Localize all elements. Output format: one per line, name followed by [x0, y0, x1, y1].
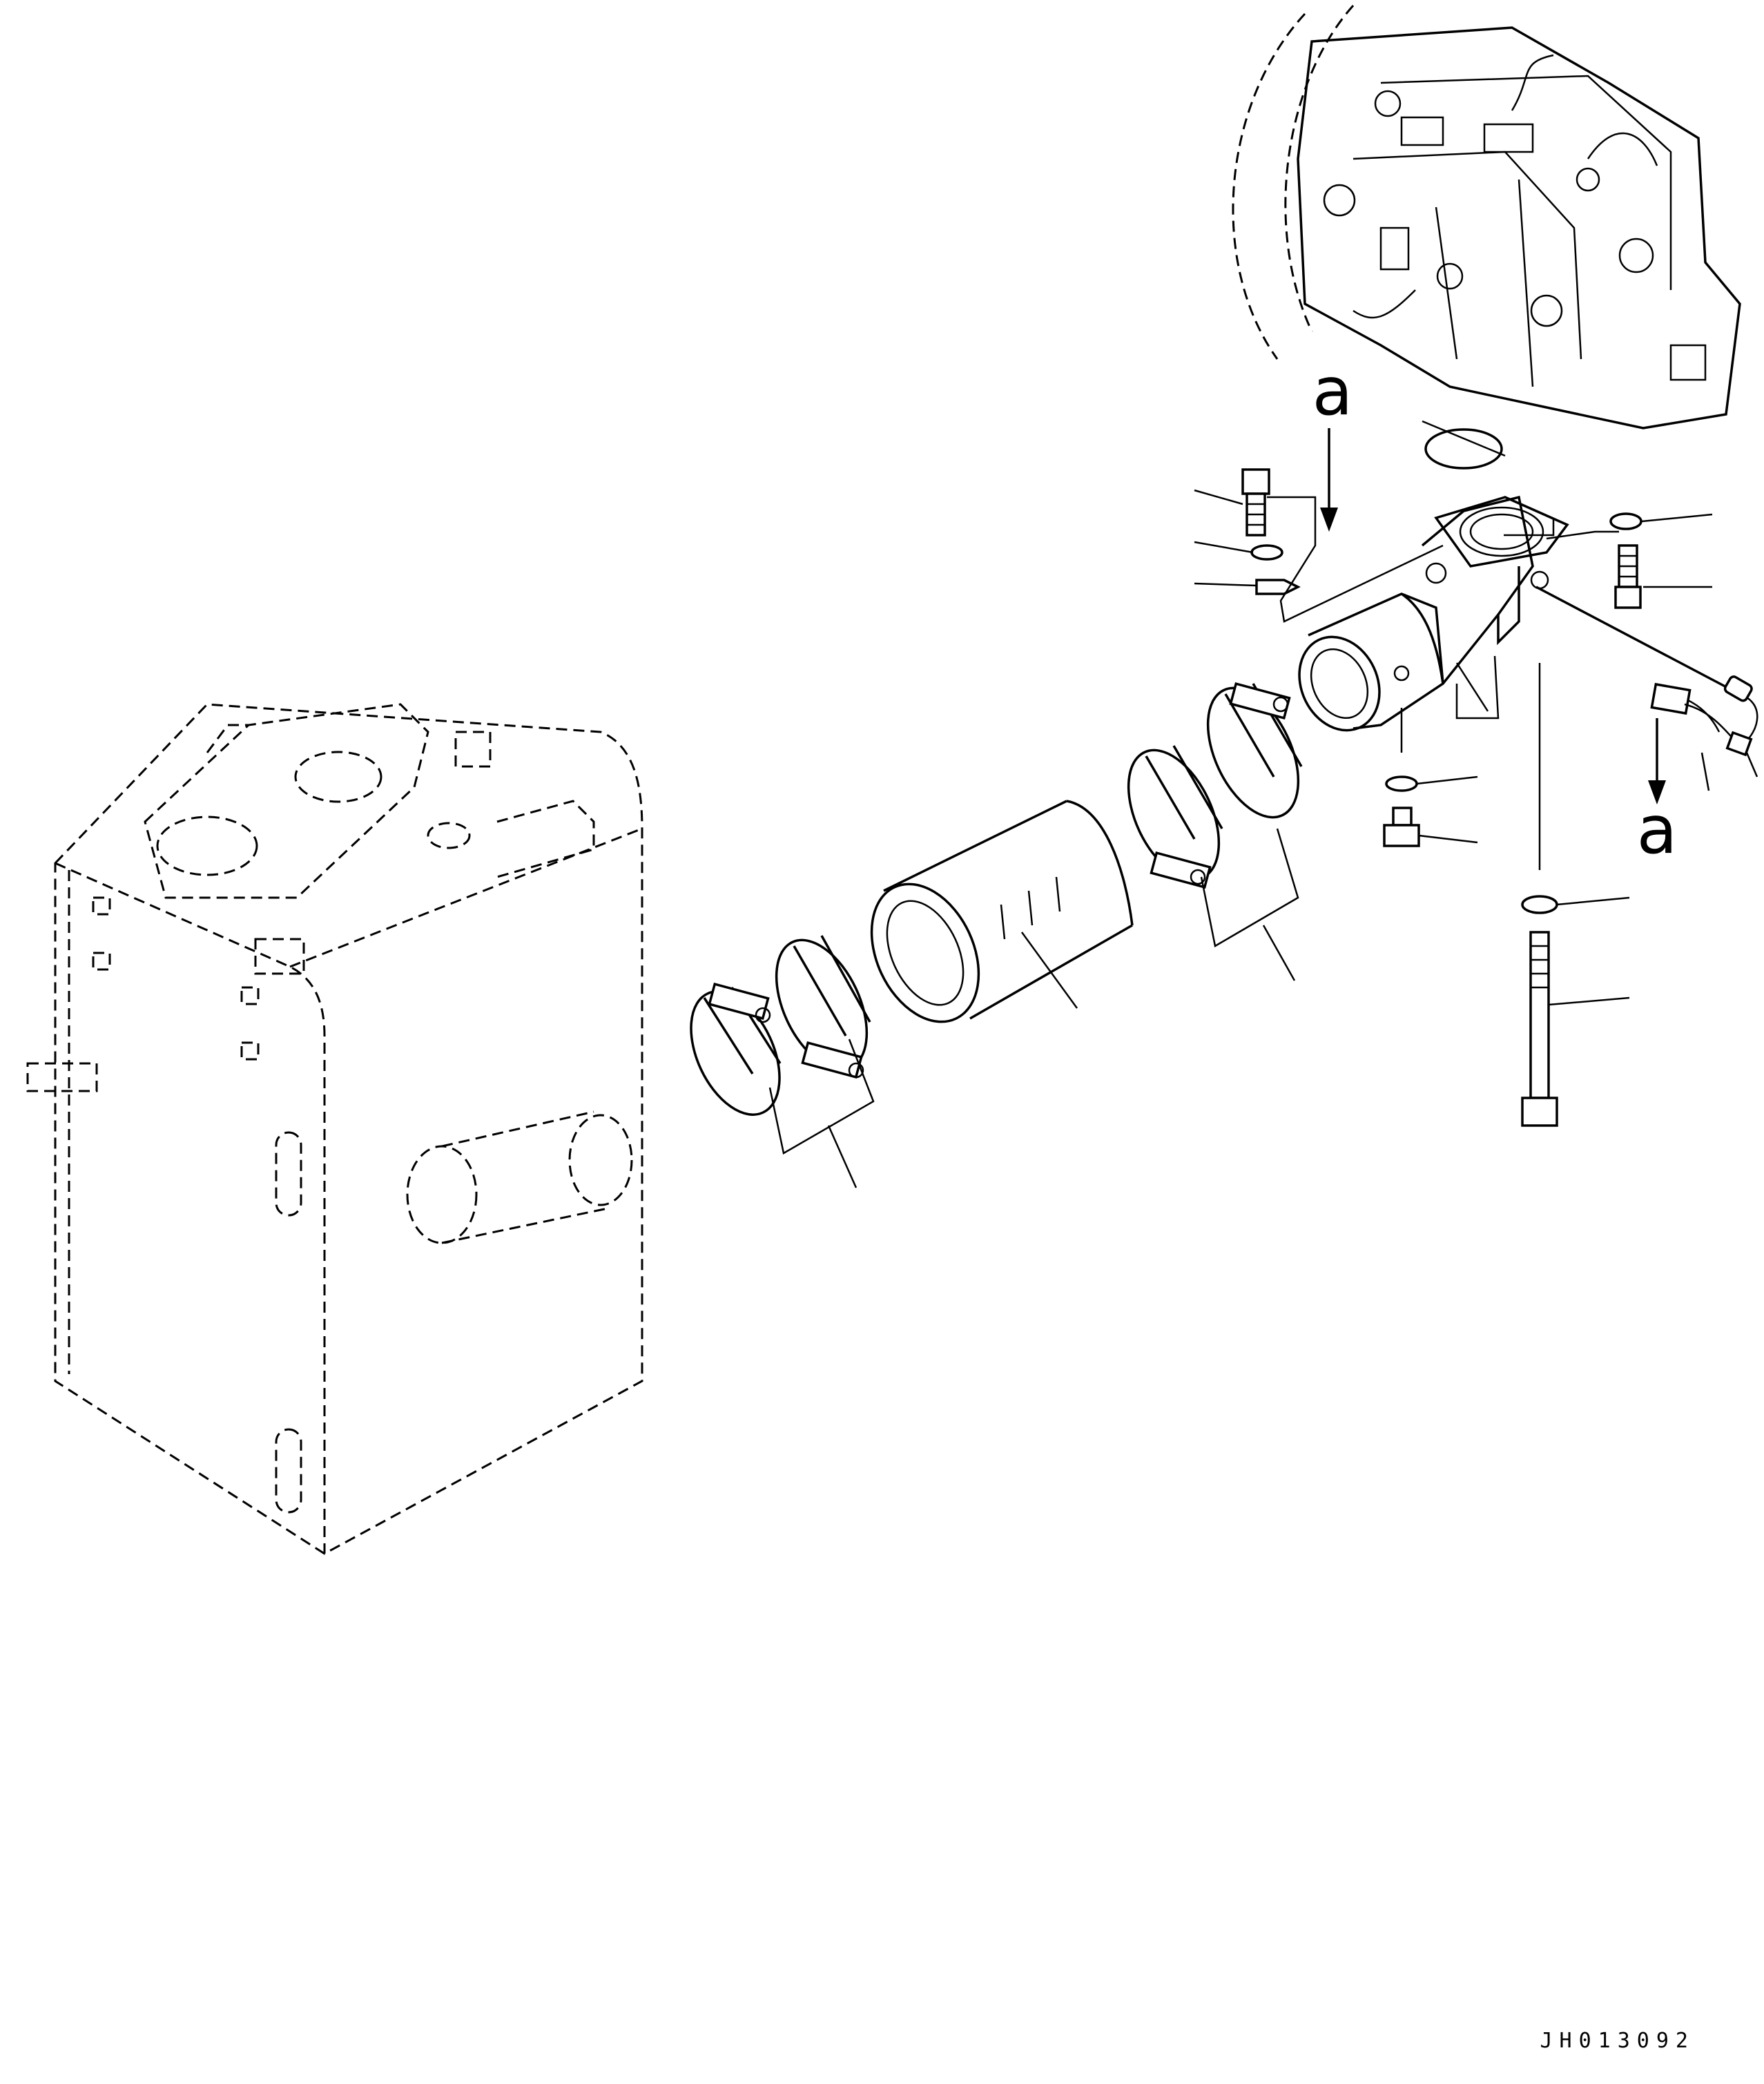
view-arrow-a-side: a [1637, 718, 1678, 869]
hydraulic-pump-assembly [1232, 5, 1741, 430]
clamp-group-leader-upper [1200, 828, 1299, 981]
hose-clamp-lower-2 [775, 935, 871, 1079]
clamp-group-leader-lower [768, 1039, 875, 1188]
drawing-number: JH013092 [1540, 2029, 1696, 2053]
view-arrow-a-top: a [1312, 353, 1353, 532]
bolt-left [1194, 468, 1270, 537]
washer-left [1194, 541, 1283, 561]
view-label-a-side: a [1637, 791, 1678, 869]
hydraulic-tank [26, 703, 643, 1555]
o-ring-small [1385, 775, 1478, 792]
washer-lower [1521, 895, 1630, 914]
hose-clamp-upper-2 [1206, 682, 1303, 819]
clip-left [1194, 579, 1301, 595]
suction-hose [870, 800, 1134, 1023]
view-label-a-top: a [1312, 353, 1353, 430]
left-fastener-leader [1267, 496, 1444, 623]
washer-right [1609, 512, 1713, 530]
o-ring-top [1424, 428, 1503, 470]
bolt-right [1614, 544, 1712, 609]
hose-clamp-lower-1 [690, 983, 782, 1116]
plug [1383, 807, 1478, 847]
pressure-sensor [1535, 586, 1758, 791]
suction-elbow-housing [1298, 495, 1569, 732]
long-bolt [1521, 931, 1630, 1127]
hose-clamp-upper-1 [1127, 745, 1223, 889]
